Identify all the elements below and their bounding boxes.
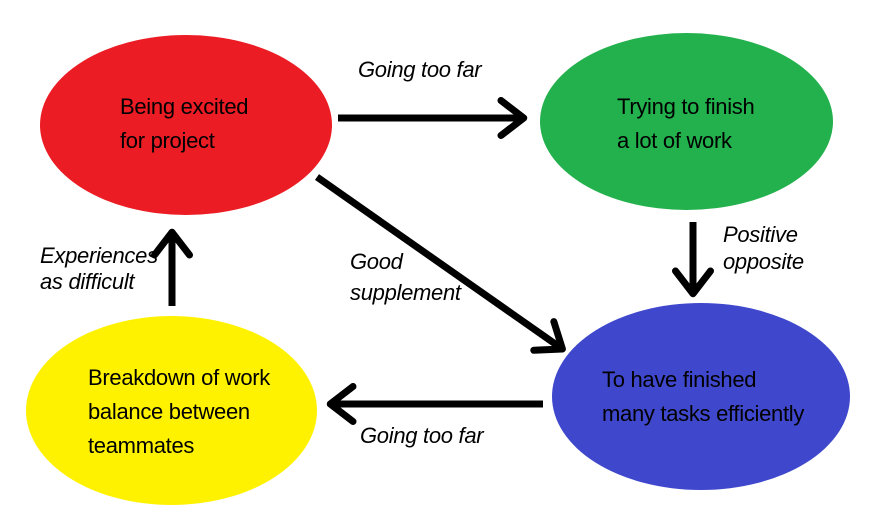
- node-label-line: Being excited: [120, 94, 249, 119]
- node-being-excited: [40, 35, 332, 215]
- node-breakdown-balance-label: Breakdown of work balance between teamma…: [88, 361, 270, 463]
- node-breakdown-balance: [26, 316, 317, 505]
- edge-label-going-too-far-bottom: Going too far: [360, 423, 484, 449]
- edge-label-line: Going too far: [358, 57, 482, 82]
- edge-label-line: opposite: [723, 249, 804, 274]
- node-label-line: many tasks efficiently: [602, 401, 805, 426]
- node-being-excited-label: Being excited for project: [120, 90, 248, 158]
- node-label-line: teammates: [88, 433, 195, 458]
- node-label-line: a lot of work: [617, 128, 732, 153]
- edge-label-line: Going too far: [360, 423, 484, 448]
- node-trying-to-finish-label: Trying to finish a lot of work: [617, 90, 755, 158]
- edge-label-positive-opposite: Positive opposite: [723, 221, 804, 275]
- edge-label-line: Positive: [723, 222, 798, 247]
- node-label-line: balance between: [88, 399, 250, 424]
- edge-label-good-supplement: Good supplement: [350, 246, 461, 308]
- node-trying-to-finish: [540, 33, 833, 210]
- node-label-line: To have finished: [602, 367, 757, 392]
- edge-label-line: Good: [350, 249, 403, 274]
- node-finished-tasks: [552, 303, 850, 490]
- edge-label-line: supplement: [350, 280, 461, 305]
- edge-label-line: as difficult: [40, 269, 135, 294]
- edge-label-experiences-as-difficult: Experiences as difficult: [40, 243, 158, 295]
- edge-label-line: Experiences: [40, 243, 158, 268]
- node-finished-tasks-label: To have finished many tasks efficiently: [602, 363, 804, 431]
- arrow-excited-to-finished: [314, 174, 566, 354]
- node-label-line: Breakdown of work: [88, 365, 270, 390]
- node-label-line: for project: [120, 128, 215, 153]
- node-label-line: Trying to finish: [617, 94, 755, 119]
- edge-label-going-too-far-top: Going too far: [358, 57, 482, 83]
